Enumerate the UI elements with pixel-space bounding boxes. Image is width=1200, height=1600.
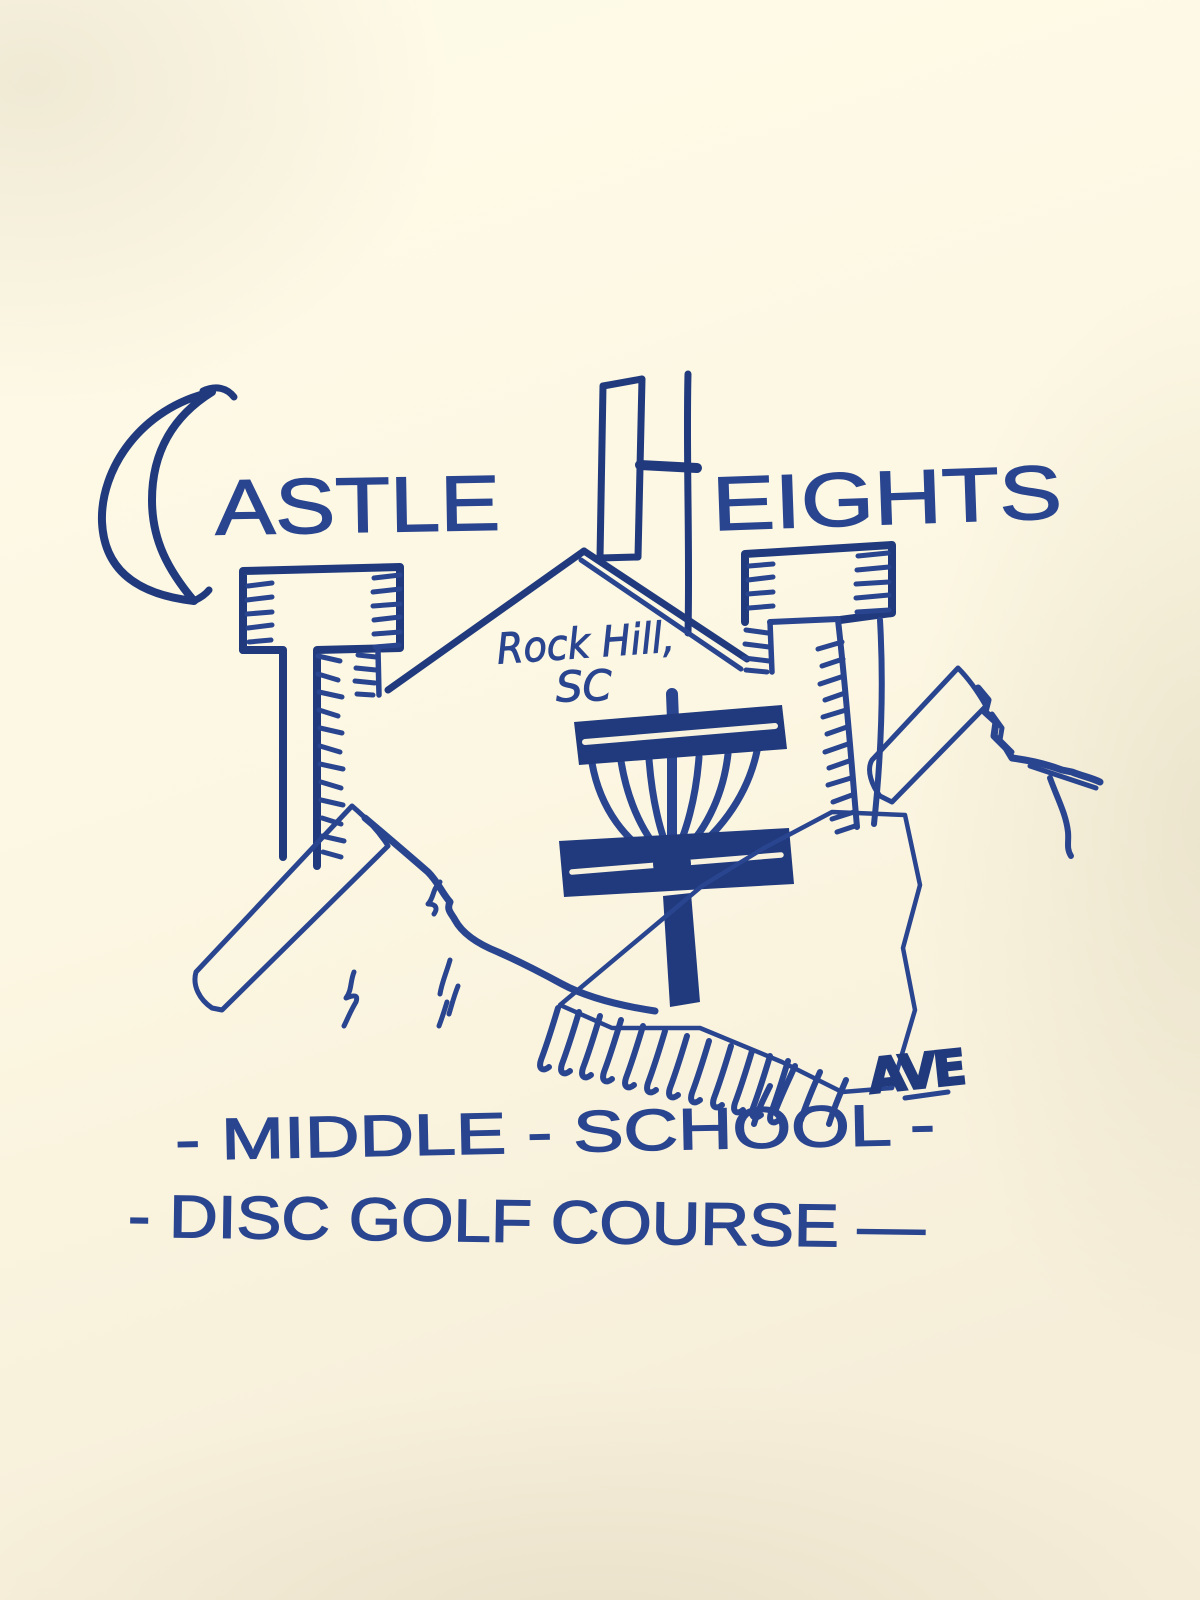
right-turret bbox=[741, 541, 896, 835]
left-mountain bbox=[192, 803, 659, 1029]
foreground-hill bbox=[537, 809, 923, 1127]
mountains-drawing bbox=[192, 665, 1104, 1127]
title-word1-rest: ASTLE bbox=[214, 459, 500, 552]
basket-top-band bbox=[574, 705, 787, 765]
roof-gable bbox=[384, 547, 751, 694]
big-letter-c-drawing bbox=[97, 384, 238, 605]
paper-shadow-bottom bbox=[0, 1380, 1200, 1600]
left-turret bbox=[239, 563, 404, 870]
paper-shadow-right bbox=[910, 260, 1200, 1380]
caption-line2: - DISC GOLF COURSE — bbox=[128, 1182, 926, 1260]
artist-signature-group: AVE bbox=[864, 1038, 967, 1106]
title-word2-rest: EIGHTS bbox=[711, 450, 1064, 547]
big-letter-h-drawing bbox=[596, 370, 702, 637]
basket-pole-bottom bbox=[663, 893, 700, 1007]
disc-golf-basket-drawing bbox=[559, 688, 794, 1007]
location-line1: Rock Hill, bbox=[495, 612, 676, 673]
title-lettering: ASTLE EIGHTS bbox=[97, 370, 1064, 637]
location-line2: SC bbox=[555, 661, 613, 712]
castle-drawing: Rock Hill, SC bbox=[239, 541, 896, 870]
caption-line1: - MIDDLE - SCHOOL - bbox=[174, 1092, 935, 1173]
right-mountain bbox=[867, 665, 1104, 859]
paper-shadow-top-left bbox=[0, 0, 450, 410]
hill-grass-fringe bbox=[537, 1005, 791, 1126]
